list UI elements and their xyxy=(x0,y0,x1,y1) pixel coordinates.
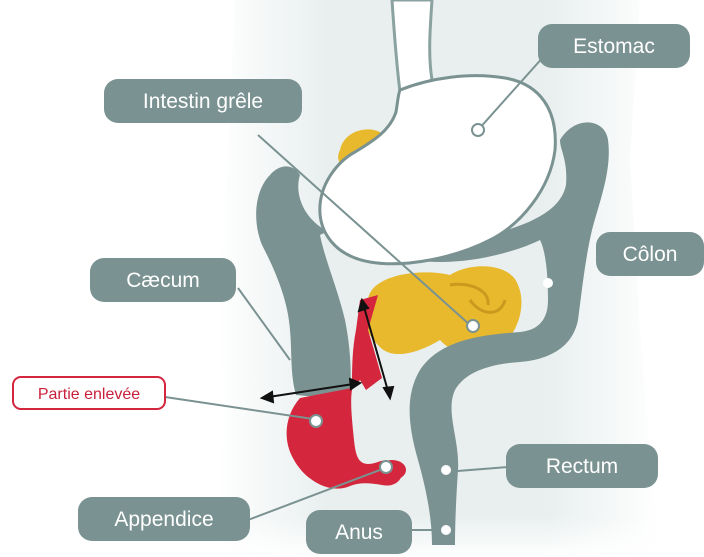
label-appendice-text: Appendice xyxy=(114,508,213,531)
label-partie-enlevee-text: Partie enlevée xyxy=(38,386,140,403)
label-colon-text: Côlon xyxy=(623,243,678,266)
label-estomac: Estomac xyxy=(538,24,690,68)
label-intestin-grele: Intestin grêle xyxy=(104,79,302,123)
label-caecum: Cæcum xyxy=(90,258,236,302)
label-colon: Côlon xyxy=(596,232,704,276)
label-estomac-text: Estomac xyxy=(573,35,655,58)
label-intestin-grele-text: Intestin grêle xyxy=(143,90,263,113)
label-appendice: Appendice xyxy=(78,497,250,541)
oesophagus xyxy=(392,0,432,92)
label-rectum-text: Rectum xyxy=(546,455,618,478)
label-caecum-text: Cæcum xyxy=(126,269,200,292)
label-anus: Anus xyxy=(306,510,412,554)
label-anus-text: Anus xyxy=(335,521,383,544)
label-partie-enlevee: Partie enlevée xyxy=(13,377,165,409)
label-rectum: Rectum xyxy=(506,444,658,488)
